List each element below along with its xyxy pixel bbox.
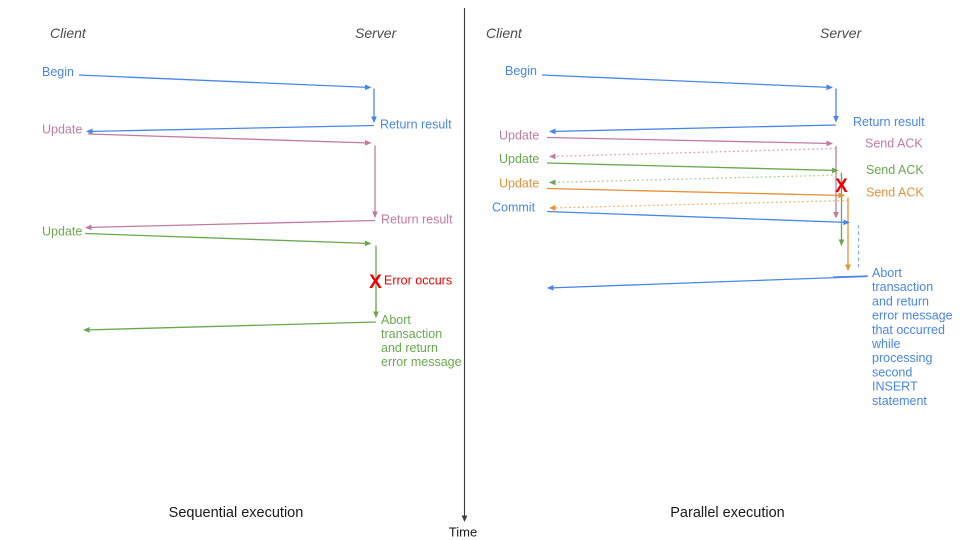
commit-label-par: Commit [492,201,536,215]
abort-return-par [547,275,868,291]
return-result-2-arrow-seq [85,219,376,231]
send-ack-1-arrow-par [549,147,837,160]
update-1-label-seq: Update [42,123,82,137]
begin-label-seq: Begin [42,65,74,79]
update-3-call-par [546,187,845,199]
begin-call-par [541,74,833,91]
send-ack-3-arrow-par [549,199,849,211]
send-ack-1-label: Send ACK [865,137,923,151]
update-1-call-par [546,136,833,147]
error-x-mark-par: X [835,176,848,197]
update-1-label-par: Update [499,129,539,143]
return-result-arrow-par [549,124,837,135]
error-x-mark-seq: X [369,272,382,293]
update-2-label-par: Update [499,152,539,166]
return-result-2-label-seq: Return result [381,213,453,227]
update-1-call-seq [87,133,372,146]
begin-label-par: Begin [505,64,537,78]
error-occurs-label: Error occurs [384,274,452,288]
begin-call-seq [78,74,372,91]
return-result-1-label-seq: Return result [380,118,452,132]
send-ack-3-label: Send ACK [866,186,924,200]
server-header-par: Server [820,25,863,41]
server-header-seq: Server [355,25,398,41]
send-ack-2-arrow-par [549,174,842,186]
update-2-call-par [546,162,839,174]
send-ack-2-label: Send ACK [866,163,924,177]
time-axis-group: Time [449,8,477,540]
return-result-label-par: Return result [853,115,925,129]
time-axis-label: Time [449,525,477,540]
update-3-label-par: Update [499,177,539,191]
client-header-seq: Client [50,25,87,41]
caption-seq: Sequential execution [169,505,304,521]
commit-call-par [546,210,850,226]
abort-return-seq [83,321,377,333]
return-result-1-arrow-seq [86,124,375,135]
client-header-par: Client [486,25,523,41]
update-2-call-seq [84,232,372,247]
caption-par: Parallel execution [670,505,784,521]
update-2-label-seq: Update [42,225,82,239]
